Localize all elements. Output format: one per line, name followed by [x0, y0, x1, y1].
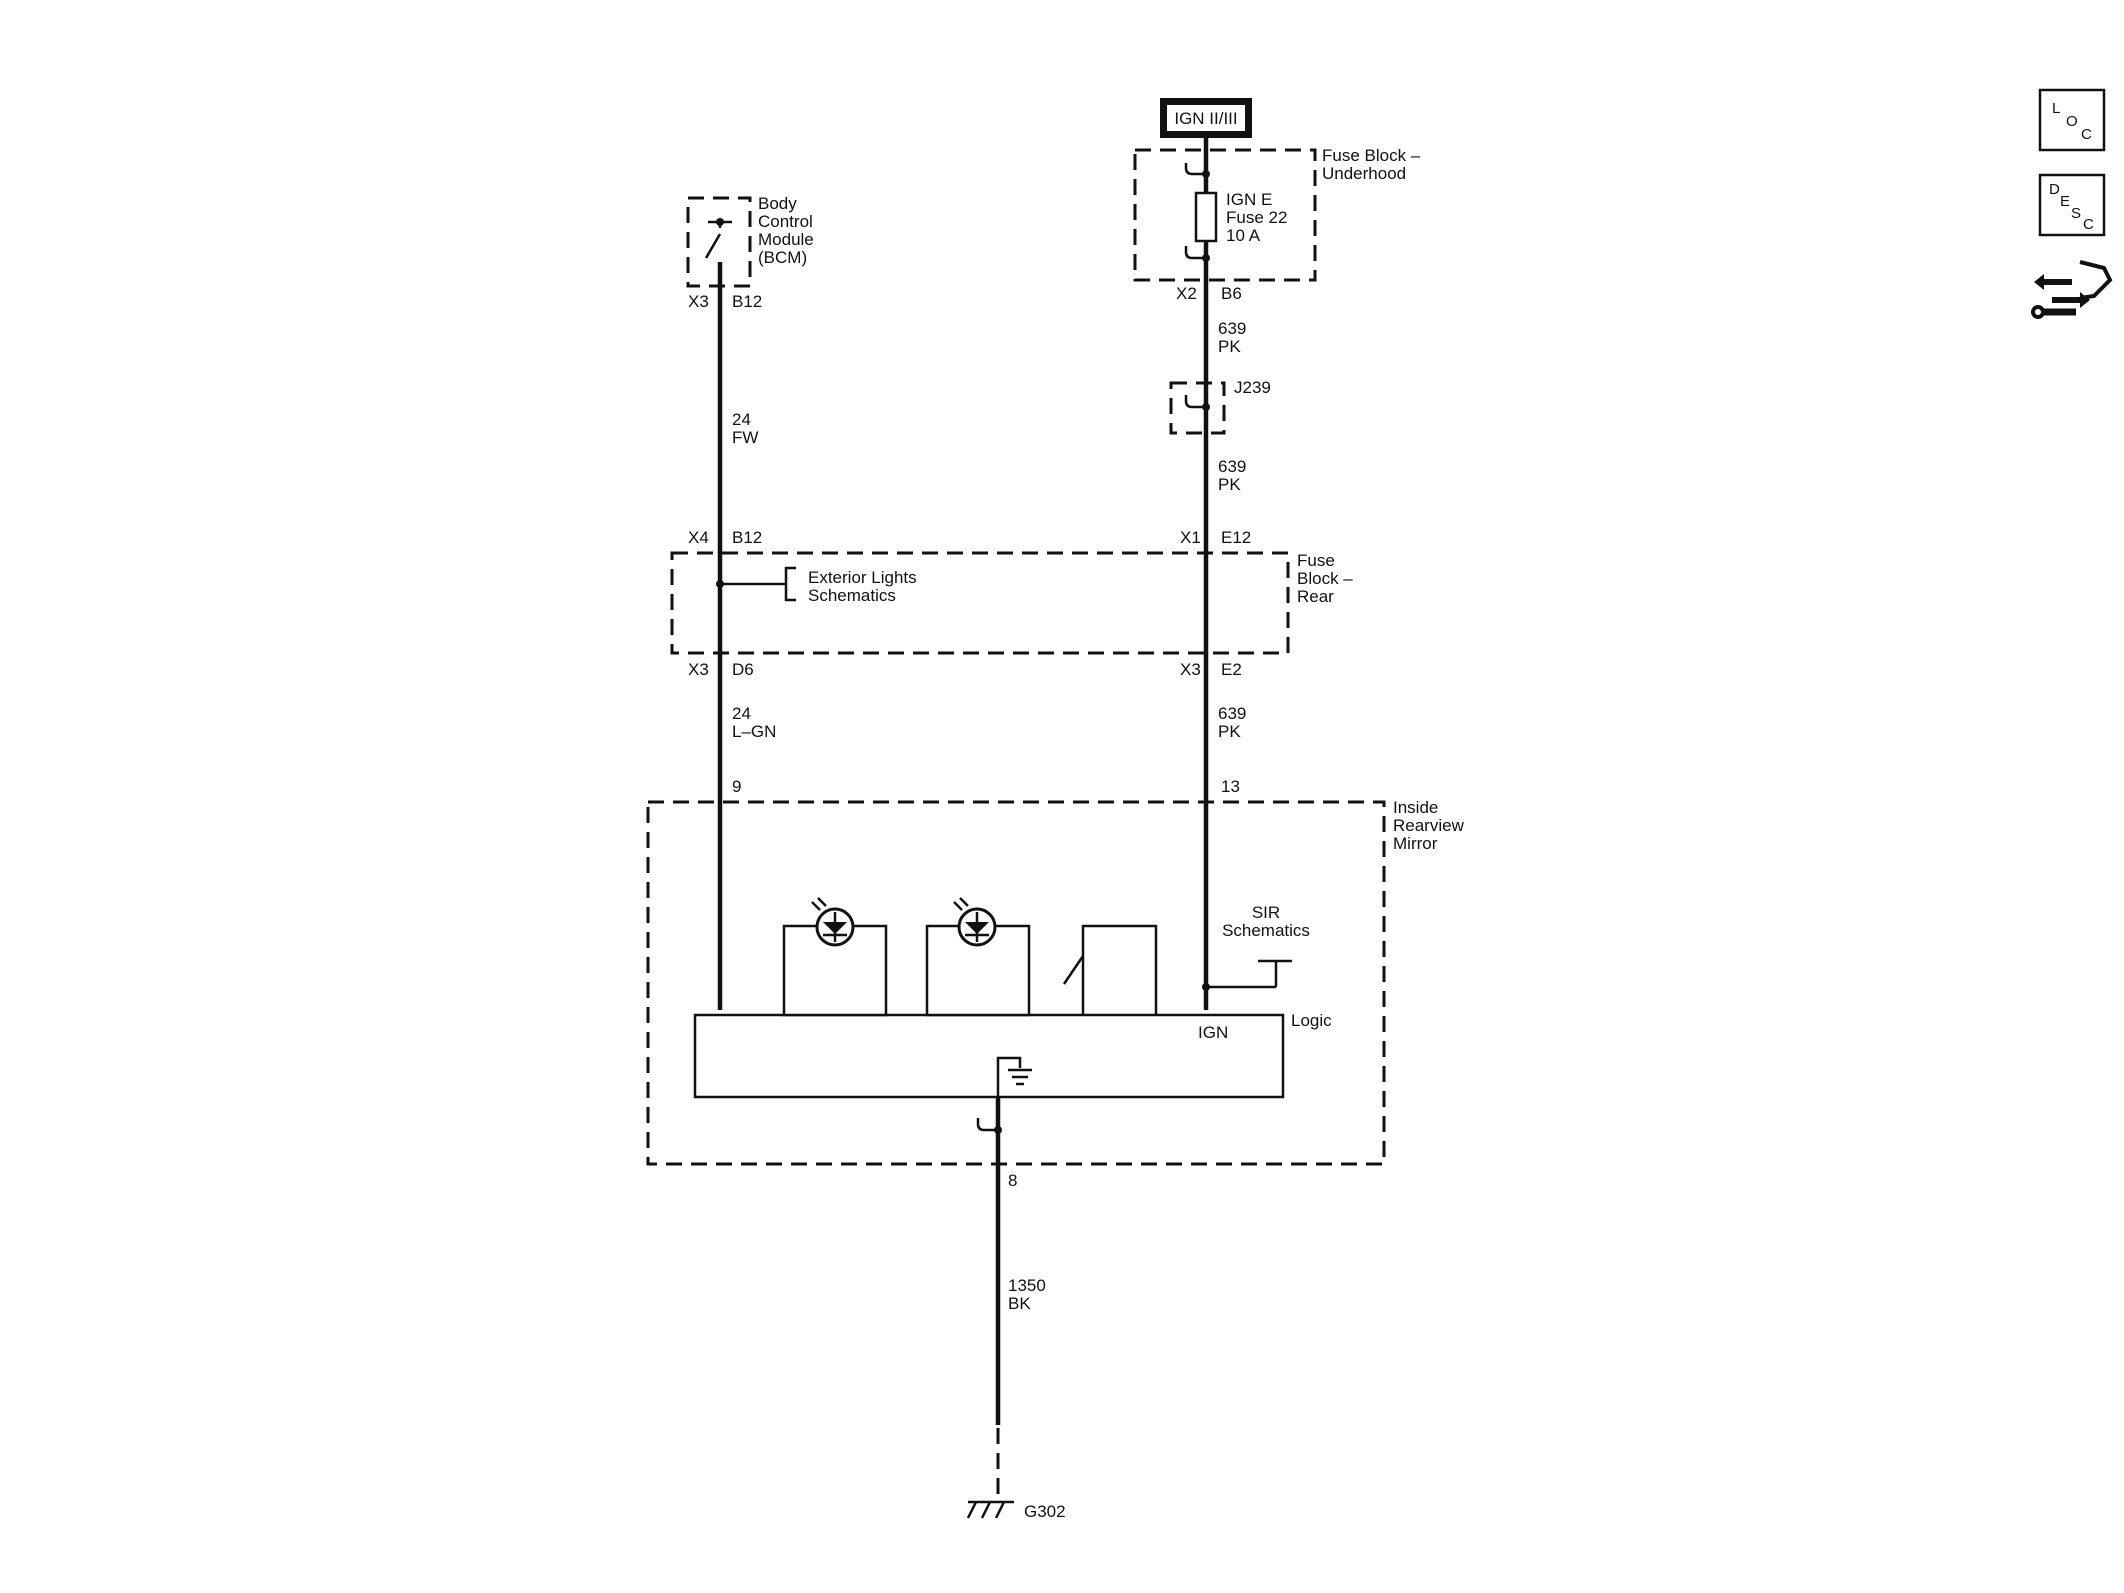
- ground-label: G302: [1024, 1502, 1066, 1521]
- bcm-label-4: (BCM): [758, 248, 807, 267]
- exterior-lights-ref-2[interactable]: Schematics: [808, 586, 896, 605]
- loc-letter-1: L: [2052, 100, 2060, 117]
- fuse-22-symbol: [1194, 191, 1218, 243]
- rear-right-top-connector: X1: [1180, 528, 1201, 547]
- connector-wrench-icon[interactable]: [2031, 260, 2113, 319]
- bcm-connector: X3: [688, 292, 709, 311]
- loc-letter-2: O: [2066, 113, 2078, 130]
- rear-left-bottom-pin: D6: [732, 660, 754, 679]
- wire-24-lgn-color: L–GN: [732, 722, 776, 741]
- mirror-logic-label: Logic: [1291, 1011, 1332, 1030]
- fuse-block-underhood-outline: [1133, 148, 1317, 282]
- ground-circuit-wire: 1350 BK: [995, 1097, 1046, 1498]
- splice-j239-outline: [1169, 381, 1226, 435]
- bcm-pin: B12: [732, 292, 762, 311]
- mirror-pin-left: 9: [732, 777, 741, 796]
- mirror-title-2: Rearview: [1393, 816, 1465, 835]
- chassis-ground-icon: G302: [966, 1500, 1066, 1521]
- rear-right-bottom-connector: X3: [1180, 660, 1201, 679]
- rear-left-top-pin: B12: [732, 528, 762, 547]
- wire-24-fw-color: FW: [732, 428, 758, 447]
- terminal-mark-upper: [1184, 163, 1206, 176]
- fuse-underhood-pin: B6: [1221, 284, 1242, 303]
- desc-letter-3: S: [2071, 205, 2081, 222]
- fuse-rating: 10 A: [1226, 226, 1261, 245]
- fuse-block-underhood-title-1: Fuse Block –: [1322, 146, 1421, 165]
- wire-639-upper-color: PK: [1218, 337, 1241, 356]
- sir-ref-bracket: [1258, 959, 1292, 987]
- desc-letter-2: E: [2060, 193, 2070, 210]
- bcm-label-3: Module: [758, 230, 814, 249]
- mirror-ign-label: IGN: [1198, 1023, 1228, 1042]
- sir-ref-2[interactable]: Schematics: [1222, 921, 1310, 940]
- mirror-title-1: Inside: [1393, 798, 1438, 817]
- description-icon[interactable]: D E S C: [2038, 173, 2106, 237]
- splice-label: J239: [1234, 378, 1271, 397]
- rear-right-bottom-pin: E2: [1221, 660, 1242, 679]
- wire-639-upper-circuit: 639: [1218, 319, 1246, 338]
- splice-j239: J239: [1169, 378, 1271, 435]
- ignition-source: IGN II/III: [1160, 98, 1252, 138]
- mirror-pin-ground: 8: [1008, 1171, 1017, 1190]
- body-control-module: Body Control Module (BCM) X3 B12: [686, 194, 814, 311]
- bcm-label-1: Body: [758, 194, 797, 213]
- wire-639-middle-circuit: 639: [1218, 457, 1246, 476]
- mirror-pin-right: 13: [1221, 777, 1240, 796]
- internal-ground-icon: [996, 1056, 1032, 1130]
- exterior-lights-ref-1[interactable]: Exterior Lights: [808, 568, 917, 587]
- inside-rearview-mirror: Inside Rearview Mirror 9 13 Logic IGN: [646, 777, 1465, 1190]
- wire-24-lgn-circuit: 24: [732, 704, 751, 723]
- fuse-block-rear-title-2: Block –: [1297, 569, 1353, 588]
- mirror-title-3: Mirror: [1393, 834, 1438, 853]
- rear-left-bottom-connector: X3: [688, 660, 709, 679]
- terminal-mark-lower: [1184, 246, 1206, 260]
- fuse-underhood-connector: X2: [1176, 284, 1197, 303]
- wire-639-lower-color: PK: [1218, 722, 1241, 741]
- fuse-block-underhood-title-2: Underhood: [1322, 164, 1406, 183]
- location-icon[interactable]: L O C: [2038, 88, 2106, 152]
- mirror-switch-icon: [1062, 924, 1158, 1015]
- exterior-lights-ref-bracket: [784, 566, 796, 602]
- fuse-block-rear-outline: [670, 551, 1290, 655]
- bcm-label-2: Control: [758, 212, 813, 231]
- ign-circuit-wire: [1184, 138, 1210, 1010]
- fuse-block-rear-title-3: Rear: [1297, 587, 1334, 606]
- sir-ref-1[interactable]: SIR: [1252, 903, 1280, 922]
- fuse-block-underhood: Fuse Block – Underhood IGN E Fuse 22 10 …: [1133, 146, 1421, 303]
- fuse-name: IGN E: [1226, 190, 1272, 209]
- wire-1350-circuit: 1350: [1008, 1276, 1046, 1295]
- wire-1350-color: BK: [1008, 1294, 1031, 1313]
- desc-letter-1: D: [2049, 181, 2060, 198]
- loc-letter-3: C: [2081, 126, 2092, 143]
- desc-letter-4: C: [2083, 216, 2094, 233]
- ignition-label: IGN II/III: [1174, 109, 1237, 128]
- wire-639-middle-color: PK: [1218, 475, 1241, 494]
- fuse-block-rear-title-1: Fuse: [1297, 551, 1335, 570]
- photo-sensor-icon: [925, 897, 1031, 1017]
- terminal-mark-ground: [976, 1118, 998, 1132]
- fuse-block-rear: Fuse Block – Rear X4 B12 X1 E12 X3 D6 X3…: [670, 528, 1353, 679]
- fuse-number: Fuse 22: [1226, 208, 1287, 227]
- mirror-outline: [646, 800, 1386, 1166]
- rear-left-top-connector: X4: [688, 528, 709, 547]
- rear-right-top-pin: E12: [1221, 528, 1251, 547]
- mirror-logic-block: [693, 1013, 1285, 1099]
- photo-sensor-icon: [782, 897, 888, 1017]
- wire-24-fw-circuit: 24: [732, 410, 751, 429]
- wire-639-lower-circuit: 639: [1218, 704, 1246, 723]
